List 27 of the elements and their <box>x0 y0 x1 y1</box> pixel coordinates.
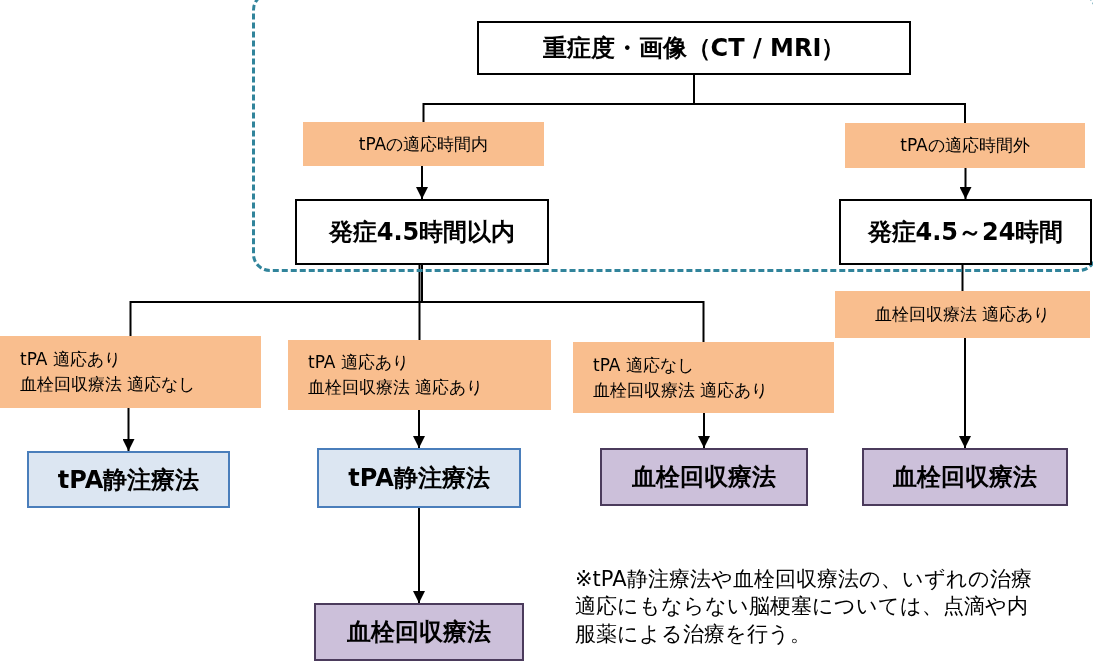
dashed-group-frame <box>252 0 1093 272</box>
condition-box: tPA 適応なし 血栓回収療法 適応あり <box>573 342 834 413</box>
process-box: 発症4.5時間以内 <box>295 199 549 265</box>
connector-line <box>693 74 966 124</box>
condition-box: 血栓回収療法 適応あり <box>835 291 1090 338</box>
arrow <box>413 409 425 449</box>
condition-box: tPAの適応時間内 <box>303 122 544 166</box>
arrow <box>698 412 710 449</box>
arrow <box>416 165 428 200</box>
treatment-box: 血栓回収療法 <box>862 448 1068 506</box>
arrow <box>959 337 971 449</box>
connector-line <box>418 264 421 341</box>
condition-box: tPAの適応時間外 <box>845 123 1085 168</box>
connector-line <box>421 264 705 343</box>
condition-box: tPA 適応あり 血栓回収療法 適応なし <box>0 336 261 408</box>
arrow <box>959 167 972 200</box>
condition-box: tPA 適応あり 血栓回収療法 適応あり <box>288 340 551 410</box>
treatment-box: 血栓回収療法 <box>314 603 524 661</box>
connector-line <box>961 264 964 292</box>
process-box: 発症4.5～24時間 <box>839 199 1092 265</box>
footnote: ※tPA静注療法や血栓回収療法の、いずれの治療適応にもならない脳梗塞については、点滴や内服薬による治療を行う。 <box>575 566 1033 648</box>
process-box: 重症度・画像（CT / MRI） <box>477 21 911 75</box>
treatment-box: tPA静注療法 <box>27 451 230 508</box>
arrow <box>122 407 135 452</box>
treatment-box: 血栓回収療法 <box>600 448 808 506</box>
treatment-box: tPA静注療法 <box>317 448 521 508</box>
arrow <box>413 507 425 604</box>
